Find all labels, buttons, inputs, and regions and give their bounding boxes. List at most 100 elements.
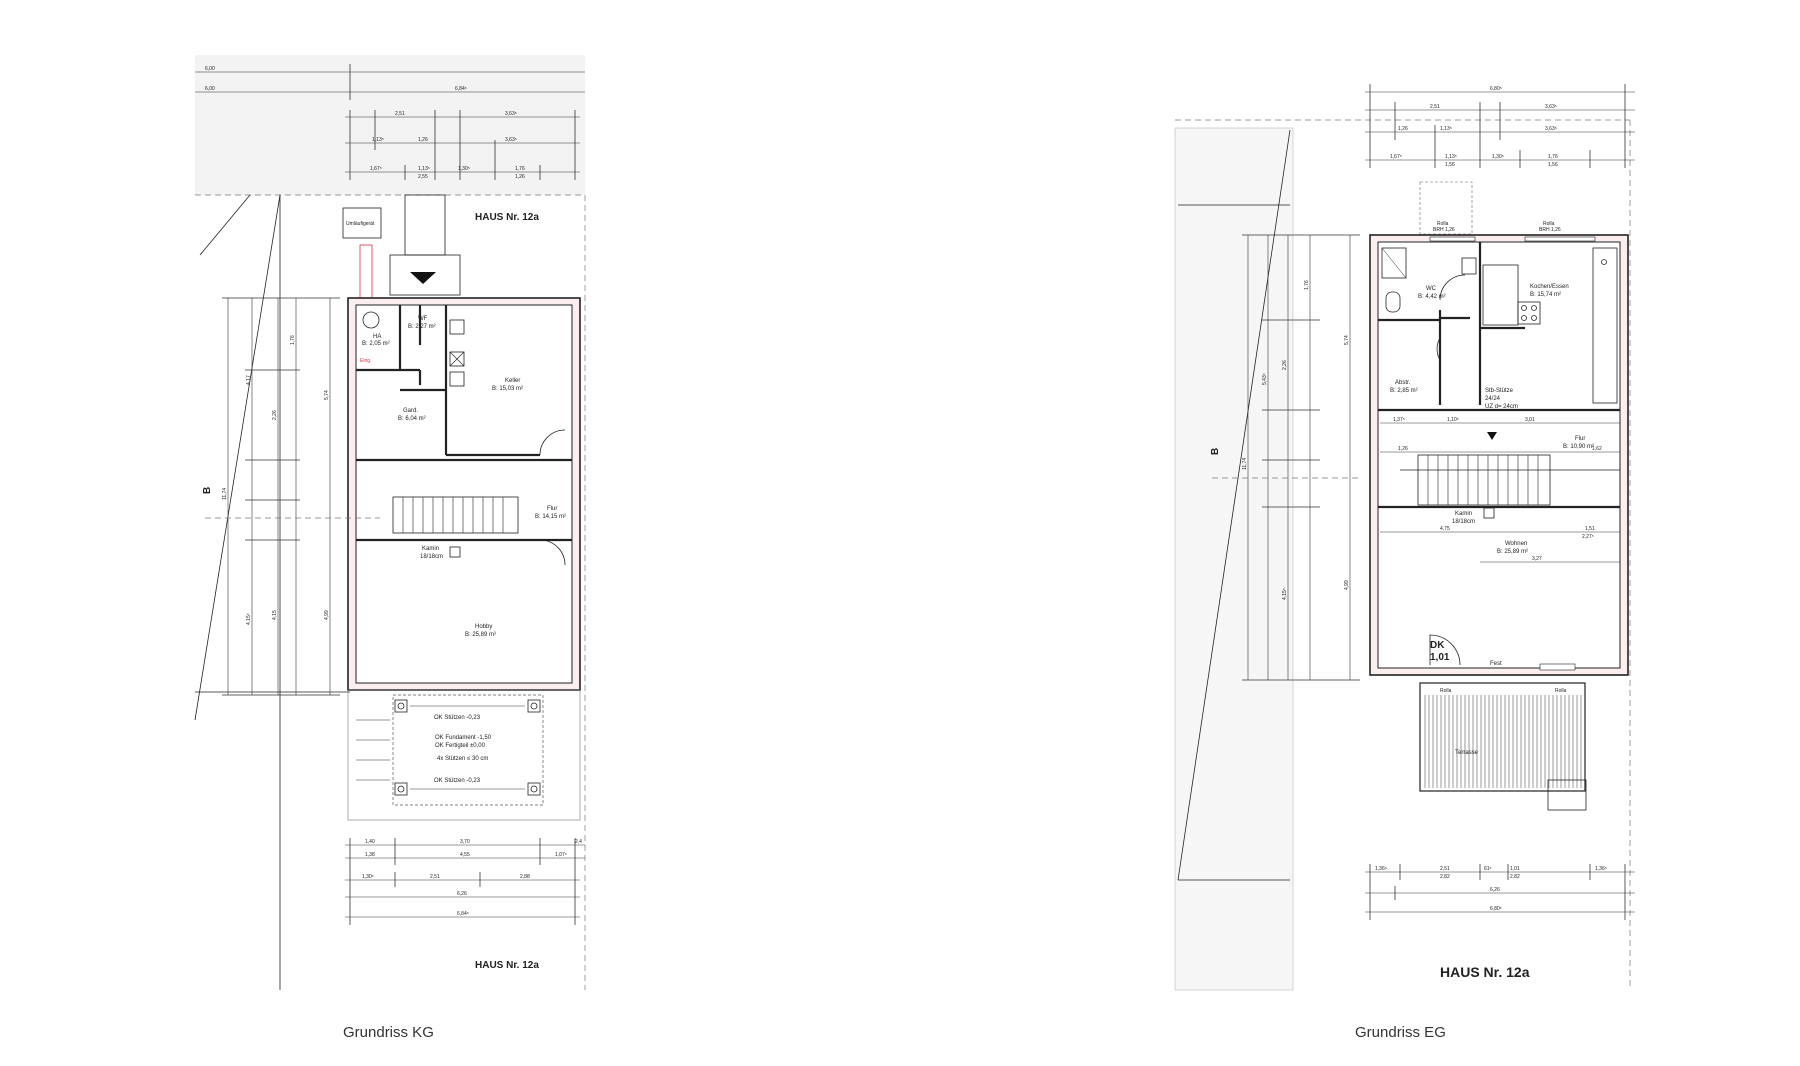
- kg-dim-left-4: 1,76: [290, 335, 296, 345]
- eg-dim-inner-5: 4,75: [1440, 526, 1450, 532]
- eg-dk-label: DK: [1430, 640, 1445, 651]
- kg-note-3: OK Fertigteil ±0,00: [435, 743, 486, 749]
- kg-note-2: OK Fundament -1,50: [435, 735, 492, 741]
- eg-dim-left-1: 11,74: [1242, 458, 1248, 470]
- eg-bottom-dimensions: 1,36⁵ 2,51 2,82 61⁵ 1,01 2,82 1,36⁵ 6,26…: [1365, 864, 1635, 920]
- kg-room-wf-name: WF: [418, 316, 428, 322]
- eg-dim-inner-1: 1,37⁵: [1393, 417, 1405, 423]
- eg-room-wc-name: WC: [1426, 286, 1437, 292]
- kg-dim-bottom-1: 1,40: [365, 839, 375, 845]
- kg-room-kamin-name: Kamin: [422, 546, 439, 552]
- kg-bin-label: Umläufigerät: [346, 221, 375, 227]
- kg-dim-bottom-11: 6,84⁵: [457, 911, 469, 917]
- kg-dim-left-6: 4,15⁵: [246, 613, 252, 625]
- eg-dim-bottom-8: 6,26: [1490, 887, 1500, 893]
- eg-kamin-icon: [1483, 507, 1495, 519]
- kg-dim-top-5: 3,63⁵: [505, 111, 517, 117]
- eg-dim-top-2: 2,51: [1430, 104, 1440, 110]
- kg-room-hobby-area: B: 25,89 m²: [465, 632, 496, 638]
- kg-dim-top-4: 2,51: [395, 111, 405, 117]
- eg-window-label-2: BRH 1,26: [1433, 227, 1455, 233]
- eg-sink-icon: [1461, 257, 1477, 275]
- eg-dim-bottom-3: 2,82: [1440, 874, 1450, 880]
- eg-shower-icon: [1381, 247, 1407, 279]
- kg-interior-walls: [356, 305, 572, 542]
- kg-dim-top-1: 6,00: [205, 66, 215, 72]
- eg-stair-arrow-icon: [1487, 432, 1497, 440]
- kg-door-keller: [539, 429, 566, 456]
- kg-note-5: OK Stützen -0,23: [434, 778, 481, 784]
- eg-top-dimensions: 6,80⁵ 2,51 3,63⁵ 1,26 1,13⁵ 3,63⁵ 1,67⁵ …: [1365, 84, 1635, 168]
- kg-lightwell: [389, 254, 461, 296]
- eg-stuetze-2: 24/24: [1485, 396, 1501, 402]
- kg-left-dimensions: 11,74 4,17 2,26 1,76 4,15 4,15⁵ 5,74 4,9…: [222, 297, 340, 696]
- kg-dim-top-11: 1,30⁵: [458, 166, 470, 172]
- eg-window-label-6: Rolla: [1555, 688, 1567, 694]
- kg-room-flur-area: B: 14,15 m²: [535, 514, 566, 520]
- eg-dim-inner-2: 1,10⁵: [1447, 417, 1459, 423]
- kg-room-kamin-area: 18/18cm: [420, 554, 443, 560]
- kg-site-area: [195, 55, 585, 195]
- kg-dim-top-3: 6,84⁵: [455, 86, 467, 92]
- eg-dim-top-10: 1,76: [1548, 154, 1558, 160]
- eg-stair: [1400, 454, 1620, 506]
- eg-dim-top-3: 3,63⁵: [1545, 104, 1557, 110]
- eg-dim-inner-4: 1,26: [1398, 446, 1408, 452]
- eg-room-kamin-name: Kamin: [1455, 511, 1472, 517]
- eg-interior-walls: [1378, 242, 1620, 509]
- kg-dim-left-1: 11,74: [222, 488, 228, 500]
- kg-room-hobby-name: Hobby: [475, 624, 492, 630]
- eg-room-kochen-area: B: 15,74 m²: [1530, 292, 1561, 298]
- eg-window-label-4: BRH 1,26: [1539, 227, 1561, 233]
- eg-window-label-3: Rolla: [1543, 221, 1555, 227]
- eg-neighbour-building: [1174, 127, 1294, 991]
- eg-dim-bottom-5: 1,01: [1510, 866, 1520, 872]
- eg-dim-inner-7: 2,27⁵: [1582, 534, 1594, 540]
- eg-dim-left-4: 1,76: [1304, 280, 1310, 290]
- eg-dim-top-7: 1,67⁵: [1390, 154, 1402, 160]
- kg-lightwell-arrow-icon: [410, 272, 436, 284]
- kg-room-gard-name: Gard.: [403, 408, 418, 414]
- eg-inner-dimensions: 1,37⁵ 1,10⁵ 3,01 1,26 4,75 1,51 2,27⁵ 3,…: [1380, 417, 1620, 563]
- kg-dim-top-12: 1,76: [515, 166, 525, 172]
- kg-kamin-icon: [449, 546, 461, 558]
- eg-dim-left-5: 4,15⁵: [1282, 588, 1288, 600]
- eg-dim-top-8: 1,13⁵: [1445, 154, 1457, 160]
- kg-dim-left-7: 5,74: [324, 390, 330, 400]
- eg-kitchen: [1482, 247, 1618, 404]
- kg-section-mark: B: [202, 487, 213, 494]
- kg-dim-top-13: 2,55: [418, 174, 428, 180]
- eg-room-abstr-name: Abstr.: [1395, 380, 1411, 386]
- eg-fest-label: Fest: [1490, 661, 1502, 667]
- eg-dim-inner-8: 3,27: [1532, 556, 1542, 562]
- caption-grundriss-kg: Grundriss KG: [343, 1024, 434, 1041]
- kg-dim-bottom-3: 2,4: [575, 839, 582, 845]
- kg-bottom-dimensions: 1,40 3,70 2,4 1,38 4,55 1,07⁵ 1,30⁵ 2,51…: [345, 838, 585, 925]
- kg-dim-top-9: 1,67⁵: [370, 166, 382, 172]
- kg-dim-top-2: 6,00: [205, 86, 215, 92]
- kg-note-4: 4x Stützen ≤ 30 cm: [437, 756, 488, 762]
- kg-dim-left-5: 4,15: [272, 610, 278, 620]
- eg-dim-top-6: 3,63⁵: [1545, 126, 1557, 132]
- kg-dim-top-14: 1,26: [515, 174, 525, 180]
- kg-dim-bottom-7: 1,30⁵: [362, 874, 374, 880]
- eg-dim-inner-6: 1,51: [1585, 526, 1595, 532]
- kg-dim-bottom-6: 1,07⁵: [555, 852, 567, 858]
- eg-canopy: [1419, 181, 1473, 235]
- eg-left-dimensions: 11,74 5,43⁵ 2,26 1,76 4,15⁵ 5,74 4,99: [1242, 234, 1360, 681]
- eg-dim-left-6: 5,74: [1344, 335, 1350, 345]
- eg-dim-left-3: 2,26: [1282, 360, 1288, 370]
- eg-dk-value: 1,01: [1430, 652, 1450, 663]
- eg-dim-bottom-6: 2,82: [1510, 874, 1520, 880]
- kg-stair: [392, 496, 519, 534]
- kg-hwr-tank: [362, 311, 380, 329]
- eg-dim-bottom-9: 6,80⁵: [1490, 906, 1502, 912]
- eg-dim-bottom-1: 1,36⁵: [1375, 866, 1387, 872]
- kg-room-keller-name: Keller: [505, 378, 520, 384]
- kg-room-keller-area: B: 15,03 m²: [492, 386, 523, 392]
- kg-dim-left-3: 2,26: [272, 410, 278, 420]
- eg-dim-top-5: 1,13⁵: [1440, 126, 1452, 132]
- eg-dim-top-9: 1,30⁵: [1492, 154, 1504, 160]
- kg-room-flur-name: Flur: [547, 506, 557, 512]
- eg-house-label: HAUS Nr. 12a: [1440, 964, 1530, 980]
